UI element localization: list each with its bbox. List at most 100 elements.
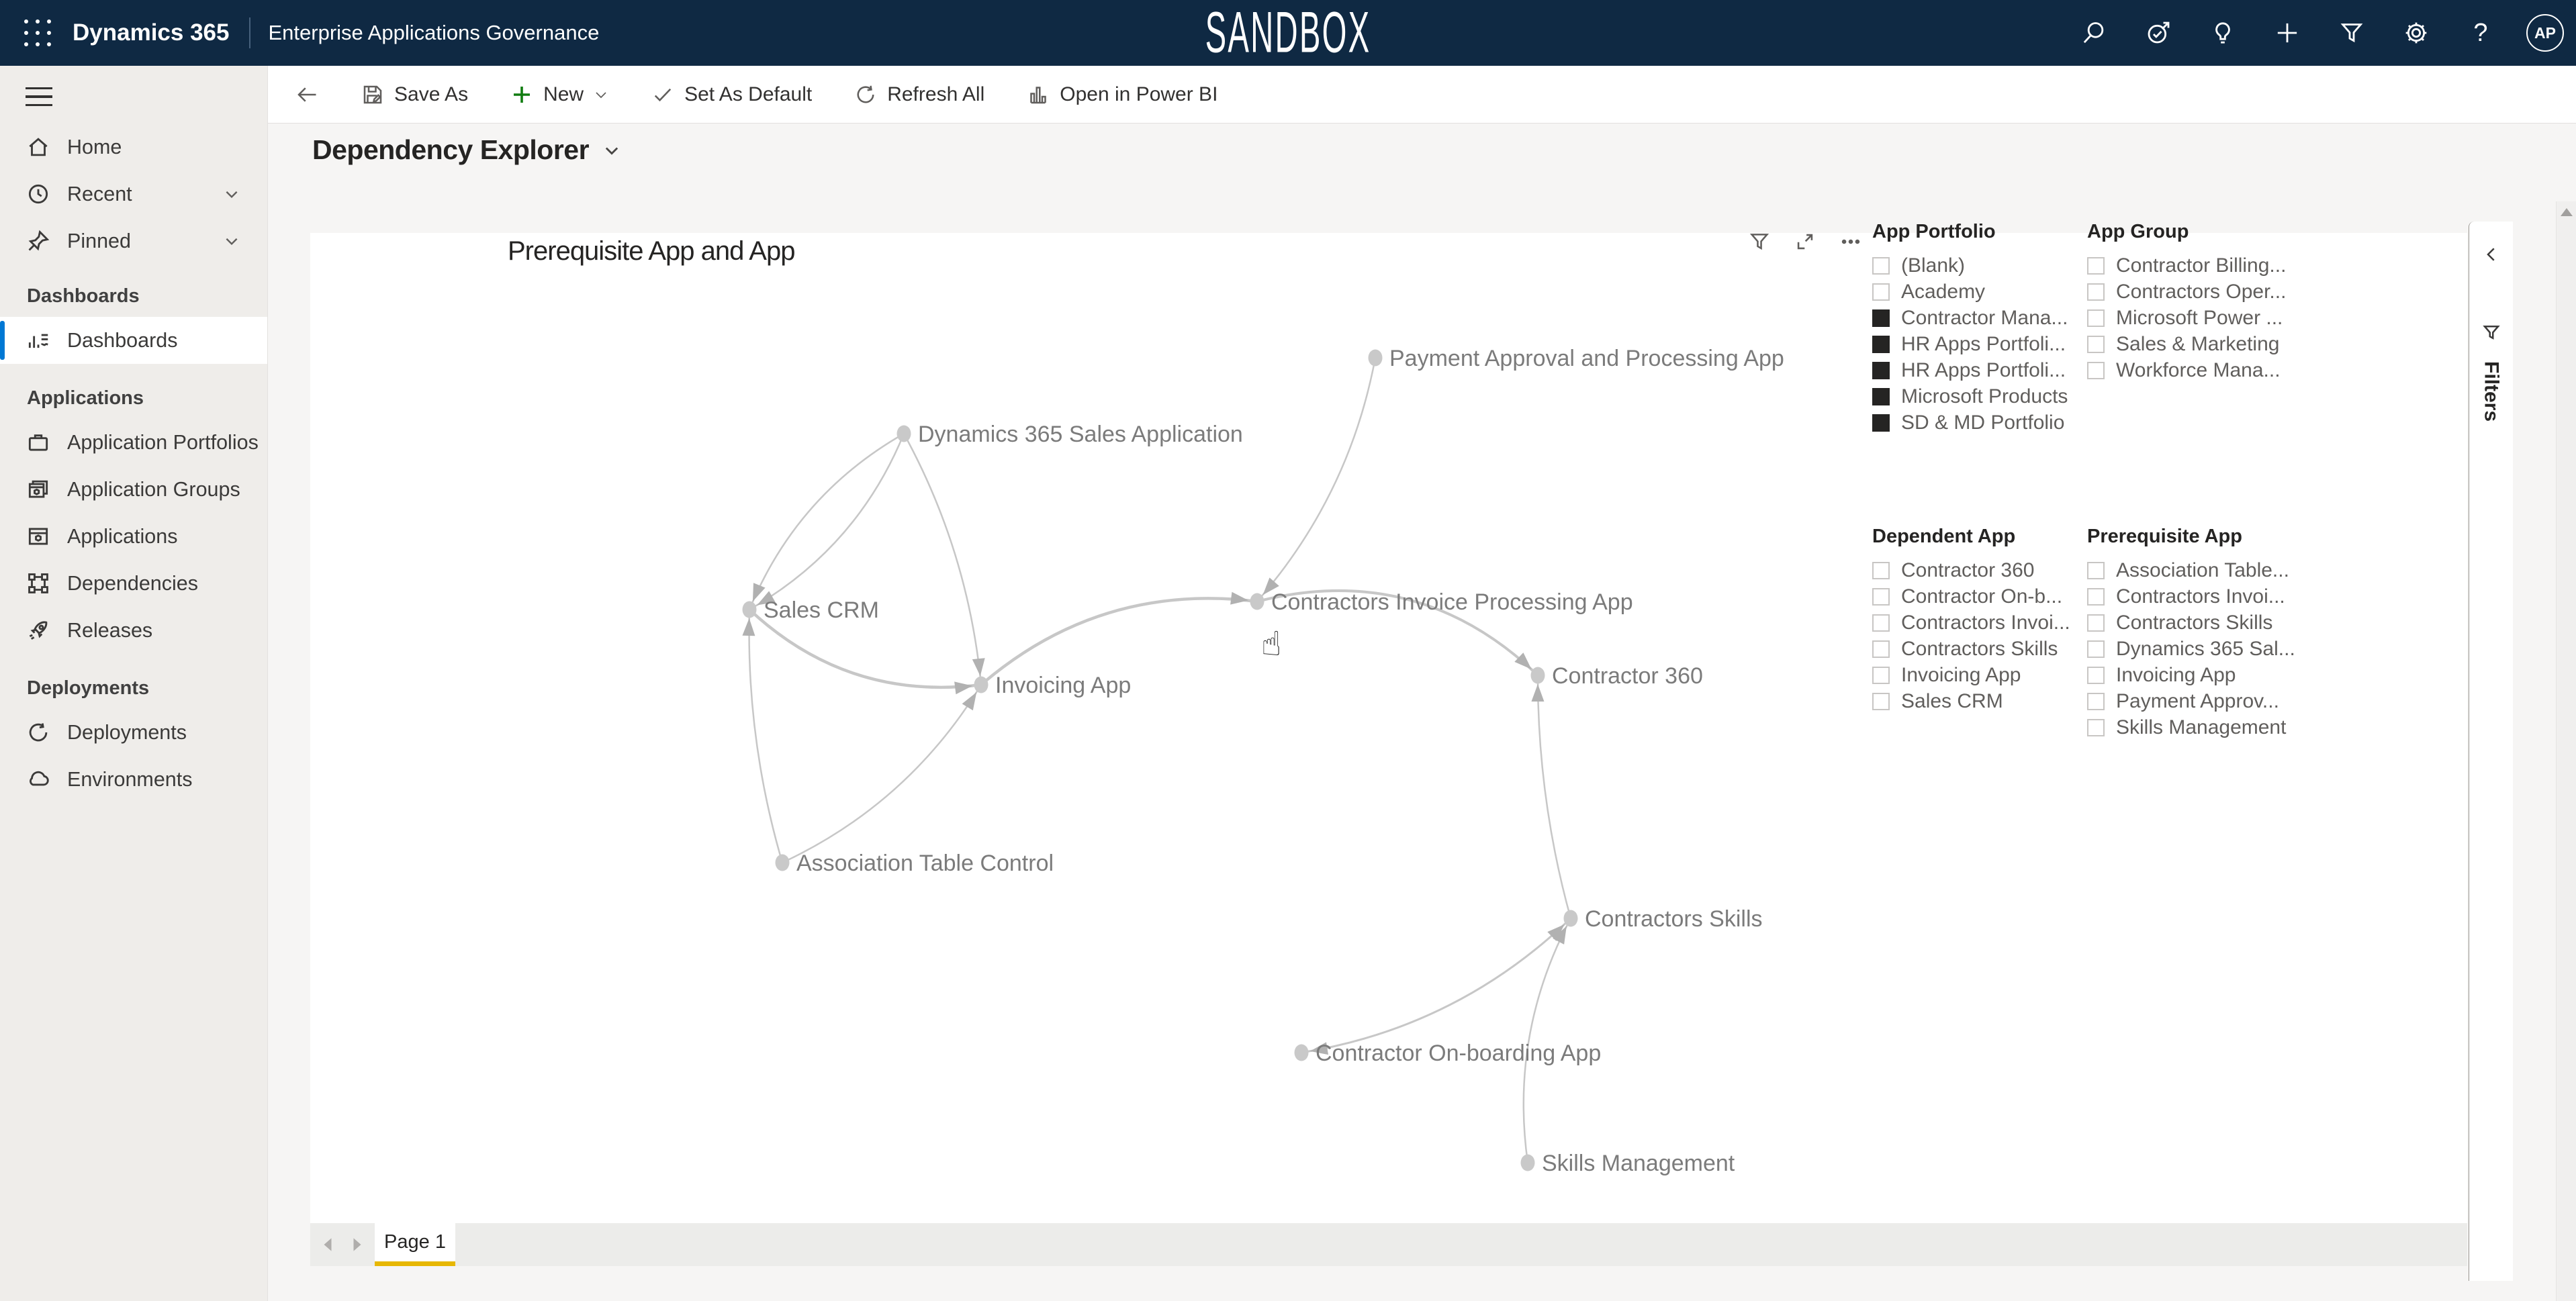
help-icon[interactable]: ?	[2473, 18, 2488, 47]
filter-icon[interactable]	[2333, 14, 2371, 52]
slicer-item[interactable]: Workforce Mana...	[2087, 357, 2286, 383]
graph-node-label: Association Table Control	[796, 851, 1054, 876]
search-icon[interactable]	[2075, 14, 2113, 52]
checkbox-unchecked[interactable]	[1872, 256, 1890, 275]
new-button[interactable]: New	[510, 83, 609, 107]
sidebar-item-dependencies[interactable]: Dependencies	[0, 560, 267, 607]
slicer-item[interactable]: HR Apps Portfoli...	[1872, 331, 2068, 357]
slicer-item[interactable]: Academy	[1872, 279, 2068, 305]
chevron-down-icon[interactable]	[602, 141, 621, 160]
visual-header-actions	[1746, 228, 1864, 255]
set-as-default-button[interactable]: Set As Default	[651, 83, 812, 107]
graph-node	[1294, 1044, 1309, 1061]
slicer-item[interactable]: Contractor 360	[1872, 557, 2070, 583]
slicer-item[interactable]: Contractors Oper...	[2087, 279, 2286, 305]
slicer-item[interactable]: Invoicing App	[2087, 662, 2295, 688]
sidebar-item-recent[interactable]: Recent	[0, 171, 267, 218]
sidebar-item-dashboards[interactable]: Dashboards	[0, 317, 267, 364]
lightbulb-icon[interactable]	[2204, 14, 2242, 52]
slicer-item[interactable]: Contractors Skills	[2087, 610, 2295, 636]
back-button[interactable]	[295, 83, 319, 107]
checkbox-unchecked[interactable]	[2087, 718, 2105, 736]
sidebar-item-application-groups[interactable]: Application Groups	[0, 466, 267, 513]
slicer-item[interactable]: Contractor Mana...	[1872, 305, 2068, 331]
gear-icon[interactable]	[2397, 14, 2435, 52]
next-page-icon[interactable]	[351, 1237, 363, 1252]
plus-icon[interactable]	[2268, 14, 2306, 52]
checkbox-unchecked[interactable]	[2087, 335, 2105, 353]
scroll-up-icon[interactable]	[2560, 208, 2573, 216]
check-circle-launch-icon[interactable]	[2140, 14, 2177, 52]
checkbox-unchecked[interactable]	[2087, 640, 2105, 658]
sidebar-section-applications: Applications	[27, 387, 144, 409]
checkbox-unchecked[interactable]	[2087, 692, 2105, 710]
waffle-menu-icon[interactable]	[23, 18, 52, 48]
slicer-item[interactable]: Microsoft Products	[1872, 383, 2068, 409]
visual-filter-icon[interactable]	[1746, 228, 1773, 255]
checkbox-unchecked[interactable]	[1872, 561, 1890, 579]
slicer-item[interactable]: Association Table...	[2087, 557, 2295, 583]
checkbox-checked[interactable]	[1872, 309, 1890, 327]
checkbox-unchecked[interactable]	[1872, 692, 1890, 710]
sidebar-item-environments[interactable]: Environments	[0, 756, 267, 803]
checkbox-unchecked[interactable]	[1872, 640, 1890, 658]
prev-page-icon[interactable]	[322, 1237, 334, 1252]
checkbox-unchecked[interactable]	[2087, 666, 2105, 684]
chevron-down-icon[interactable]	[223, 185, 240, 203]
checkbox-unchecked[interactable]	[2087, 361, 2105, 379]
checkbox-checked[interactable]	[1872, 361, 1890, 379]
slicer-item[interactable]: Contractor Billing...	[2087, 252, 2286, 279]
report-canvas	[310, 233, 2467, 1223]
vertical-scrollbar[interactable]	[2556, 201, 2576, 1301]
checkbox-unchecked[interactable]	[1872, 614, 1890, 632]
checkbox-unchecked[interactable]	[2087, 614, 2105, 632]
save-as-button[interactable]: Save As	[361, 83, 468, 107]
checkbox-unchecked[interactable]	[2087, 309, 2105, 327]
sidebar-item-application-portfolios[interactable]: Application Portfolios	[0, 419, 267, 466]
chevron-down-icon[interactable]	[223, 232, 240, 250]
slicer-item[interactable]: HR Apps Portfoli...	[1872, 357, 2068, 383]
hamburger-menu-icon[interactable]	[26, 83, 55, 110]
slicer-item[interactable]: Contractors Skills	[1872, 636, 2070, 662]
graph-node-label: Contractor On-boarding App	[1316, 1041, 1601, 1066]
slicer-item[interactable]: Dynamics 365 Sal...	[2087, 636, 2295, 662]
checkbox-unchecked[interactable]	[1872, 666, 1890, 684]
sidebar-item-home[interactable]: Home	[0, 124, 267, 171]
sidebar-item-applications[interactable]: Applications	[0, 513, 267, 560]
sidebar-item-deployments[interactable]: Deployments	[0, 709, 267, 756]
filters-rail[interactable]: Filters	[2469, 222, 2513, 1281]
focus-mode-icon[interactable]	[1792, 228, 1819, 255]
avatar[interactable]: AP	[2526, 14, 2564, 52]
checkbox-unchecked[interactable]	[2087, 283, 2105, 301]
more-options-icon[interactable]	[1837, 228, 1864, 255]
slicer-item[interactable]: Contractor On-b...	[1872, 583, 2070, 610]
dependency-graph[interactable]: Payment Approval and Processing AppDynam…	[310, 233, 2467, 1223]
slicer-item[interactable]: (Blank)	[1872, 252, 2068, 279]
page-tab[interactable]: Page 1	[375, 1223, 455, 1266]
checkbox-unchecked[interactable]	[2087, 587, 2105, 606]
checkbox-checked[interactable]	[1872, 387, 1890, 405]
slicer-item[interactable]: Microsoft Power ...	[2087, 305, 2286, 331]
slicer-item[interactable]: Invoicing App	[1872, 662, 2070, 688]
slicer-item[interactable]: Contractors Invoi...	[2087, 583, 2295, 610]
checkbox-checked[interactable]	[1872, 335, 1890, 353]
open-in-power-bi-button[interactable]: Open in Power BI	[1026, 83, 1217, 107]
chevron-left-icon[interactable]	[2481, 244, 2501, 264]
slicer-item[interactable]: Payment Approv...	[2087, 688, 2295, 714]
sidebar-item-pinned[interactable]: Pinned	[0, 218, 267, 264]
slicer-item[interactable]: Contractors Invoi...	[1872, 610, 2070, 636]
slicer-item[interactable]: Sales CRM	[1872, 688, 2070, 714]
checkbox-unchecked[interactable]	[1872, 283, 1890, 301]
checkbox-unchecked[interactable]	[2087, 256, 2105, 275]
sidebar-item-releases[interactable]: Releases	[0, 607, 267, 654]
new-label: New	[543, 83, 584, 105]
refresh-all-button[interactable]: Refresh All	[854, 83, 984, 107]
slicer-item[interactable]: SD & MD Portfolio	[1872, 409, 2068, 436]
brand-title[interactable]: Dynamics 365	[73, 19, 230, 46]
checkbox-unchecked[interactable]	[2087, 561, 2105, 579]
checkbox-unchecked[interactable]	[1872, 587, 1890, 606]
app-name[interactable]: Enterprise Applications Governance	[268, 21, 600, 44]
slicer-item[interactable]: Sales & Marketing	[2087, 331, 2286, 357]
slicer-item[interactable]: Skills Management	[2087, 714, 2295, 740]
checkbox-checked[interactable]	[1872, 414, 1890, 432]
